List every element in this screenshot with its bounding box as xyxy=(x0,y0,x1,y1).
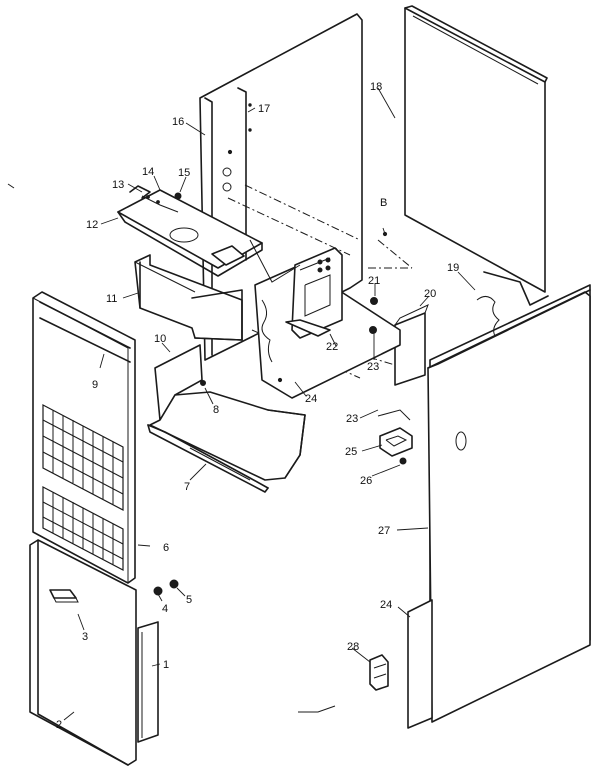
callout-7: 7 xyxy=(184,481,190,493)
blower-housing-part-11 xyxy=(134,254,243,341)
callout-18: 18 xyxy=(370,81,382,93)
callout-11: 11 xyxy=(106,293,117,305)
callout-26: 26 xyxy=(360,475,372,487)
corner-post-part-20 xyxy=(394,304,429,386)
callout-10: 10 xyxy=(154,333,166,345)
callout-4: 4 xyxy=(162,603,168,615)
callout-28: 28 xyxy=(347,641,359,653)
callout-8: 8 xyxy=(213,404,219,416)
callout-b: B xyxy=(380,197,387,209)
callout-23-upper: 23 xyxy=(367,361,379,373)
bracket-part-25 xyxy=(377,409,413,465)
callout-20: 20 xyxy=(424,288,436,300)
callout-14: 14 xyxy=(142,166,154,178)
top-shelf-part-12 xyxy=(117,185,263,277)
callout-2: 2 xyxy=(56,719,62,731)
callout-21: 21 xyxy=(368,275,380,287)
callout-19: 19 xyxy=(447,262,459,274)
filter-strip-part-1 xyxy=(137,621,159,743)
lower-door-part-2 xyxy=(29,539,137,766)
callout-15: 15 xyxy=(178,167,190,179)
louvre-grille-lower xyxy=(42,486,124,571)
control-bracket-part-22 xyxy=(249,239,343,339)
lower-panel-part-24 xyxy=(407,599,433,729)
callout-1: 1 xyxy=(163,659,169,671)
callout-22: 22 xyxy=(326,341,338,353)
callout-17: 17 xyxy=(258,103,270,115)
callout-24-upper: 24 xyxy=(305,393,317,405)
rear-panel-part-18 xyxy=(404,5,548,293)
louvre-grille-upper xyxy=(42,404,124,511)
callout-labels: 1 2 3 4 5 6 7 8 9 10 11 12 13 14 15 16 1… xyxy=(56,81,459,731)
burner-box-part-7 xyxy=(147,344,306,493)
callout-24-lower: 24 xyxy=(380,599,392,611)
leader-lines xyxy=(63,87,476,721)
upper-door-part-9 xyxy=(32,291,136,584)
decorative-marks xyxy=(7,183,336,713)
screw-parts xyxy=(369,231,388,334)
callout-6: 6 xyxy=(163,542,169,554)
callout-5: 5 xyxy=(186,594,192,606)
screw-parts-4-5 xyxy=(153,579,179,596)
callout-27: 27 xyxy=(378,525,390,537)
hinge-part-28 xyxy=(369,654,389,691)
callout-13: 13 xyxy=(112,179,124,191)
callout-12: 12 xyxy=(86,219,98,231)
callout-23-lower: 23 xyxy=(346,413,358,425)
callout-3: 3 xyxy=(82,631,88,643)
callout-16: 16 xyxy=(172,116,184,128)
callout-9: 9 xyxy=(92,379,98,391)
callout-25: 25 xyxy=(345,446,357,458)
